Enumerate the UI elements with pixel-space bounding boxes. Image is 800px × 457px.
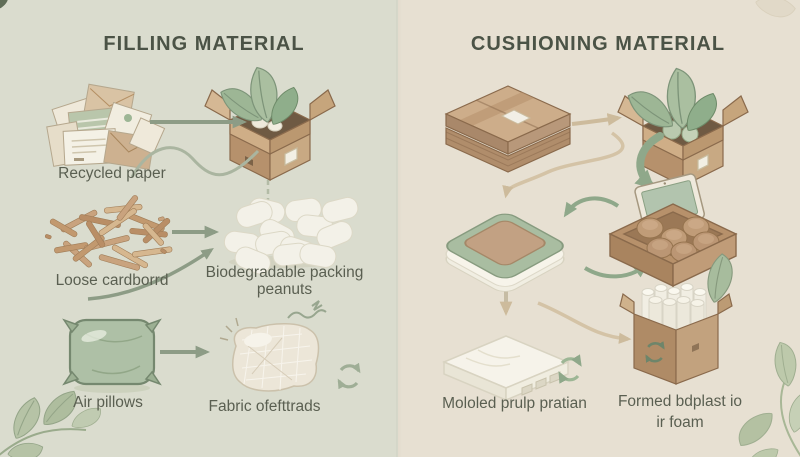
curved-arrow-to-peanuts bbox=[87, 248, 214, 301]
loose-cardboard-illustration bbox=[44, 195, 173, 271]
molded-pulp-illustration bbox=[442, 335, 570, 402]
cardboard-stack-illustration bbox=[444, 85, 572, 173]
air-pillow-illustration bbox=[62, 318, 162, 393]
flow-arrows-left bbox=[87, 115, 270, 359]
recycled-paper-illustration bbox=[46, 83, 166, 170]
corner-leaves-bottom-right-icon bbox=[738, 341, 800, 457]
thread-squiggles-icon bbox=[287, 300, 327, 319]
label-formed-foam: Formed bdplast io ir foam bbox=[600, 392, 760, 434]
label-packing-peanuts-line1: Biodegradable packing bbox=[205, 264, 364, 281]
recycle-icon bbox=[337, 362, 361, 390]
recycle-print-icon bbox=[645, 341, 665, 363]
label-molded-pulp: Mololed prulp pratian bbox=[442, 395, 587, 412]
curved-arrow-carton-to-tray bbox=[563, 196, 620, 218]
decorative-wavy-line bbox=[130, 146, 260, 178]
label-packing-peanuts-line2: peanuts bbox=[256, 281, 313, 299]
curvy-line-stack-to-tray bbox=[502, 131, 625, 199]
label-packing-peanuts: Biodegradable packing peanuts bbox=[192, 264, 377, 298]
molded-tray-illustration bbox=[445, 213, 565, 292]
corner-leaf-top-right-icon bbox=[755, 0, 796, 18]
corner-leaves-bottom-left-icon bbox=[0, 390, 101, 457]
label-fabric-offcuts: Fabric ofefttrads bbox=[208, 398, 321, 415]
label-loose-cardboard: Loose cardborrd bbox=[55, 272, 169, 289]
packing-peanuts-illustration bbox=[223, 196, 359, 275]
foam-box-illustration bbox=[619, 253, 733, 385]
curvy-arrow-to-foam-box bbox=[537, 301, 632, 344]
label-formed-foam-line1: Formed bdplast io bbox=[617, 393, 743, 410]
arrow-stack-to-box bbox=[571, 113, 622, 126]
label-air-pillows: Air pillows bbox=[73, 394, 143, 411]
fabric-offcuts-illustration bbox=[219, 317, 320, 392]
recycle-loop-arrow bbox=[634, 132, 664, 190]
panel-divider bbox=[396, 0, 402, 457]
left-panel-title: FILLING MATERIAL bbox=[103, 33, 305, 55]
right-panel-title: CUSHIONING MATERIAL bbox=[470, 33, 726, 55]
label-recycled-paper: Recycled paper bbox=[58, 165, 166, 182]
label-formed-foam-line2: ir foam bbox=[656, 413, 704, 431]
egg-carton-with-device-illustration bbox=[608, 173, 738, 288]
corner-leaf-top-left-icon bbox=[0, 0, 9, 11]
recycle-icon bbox=[558, 354, 582, 384]
